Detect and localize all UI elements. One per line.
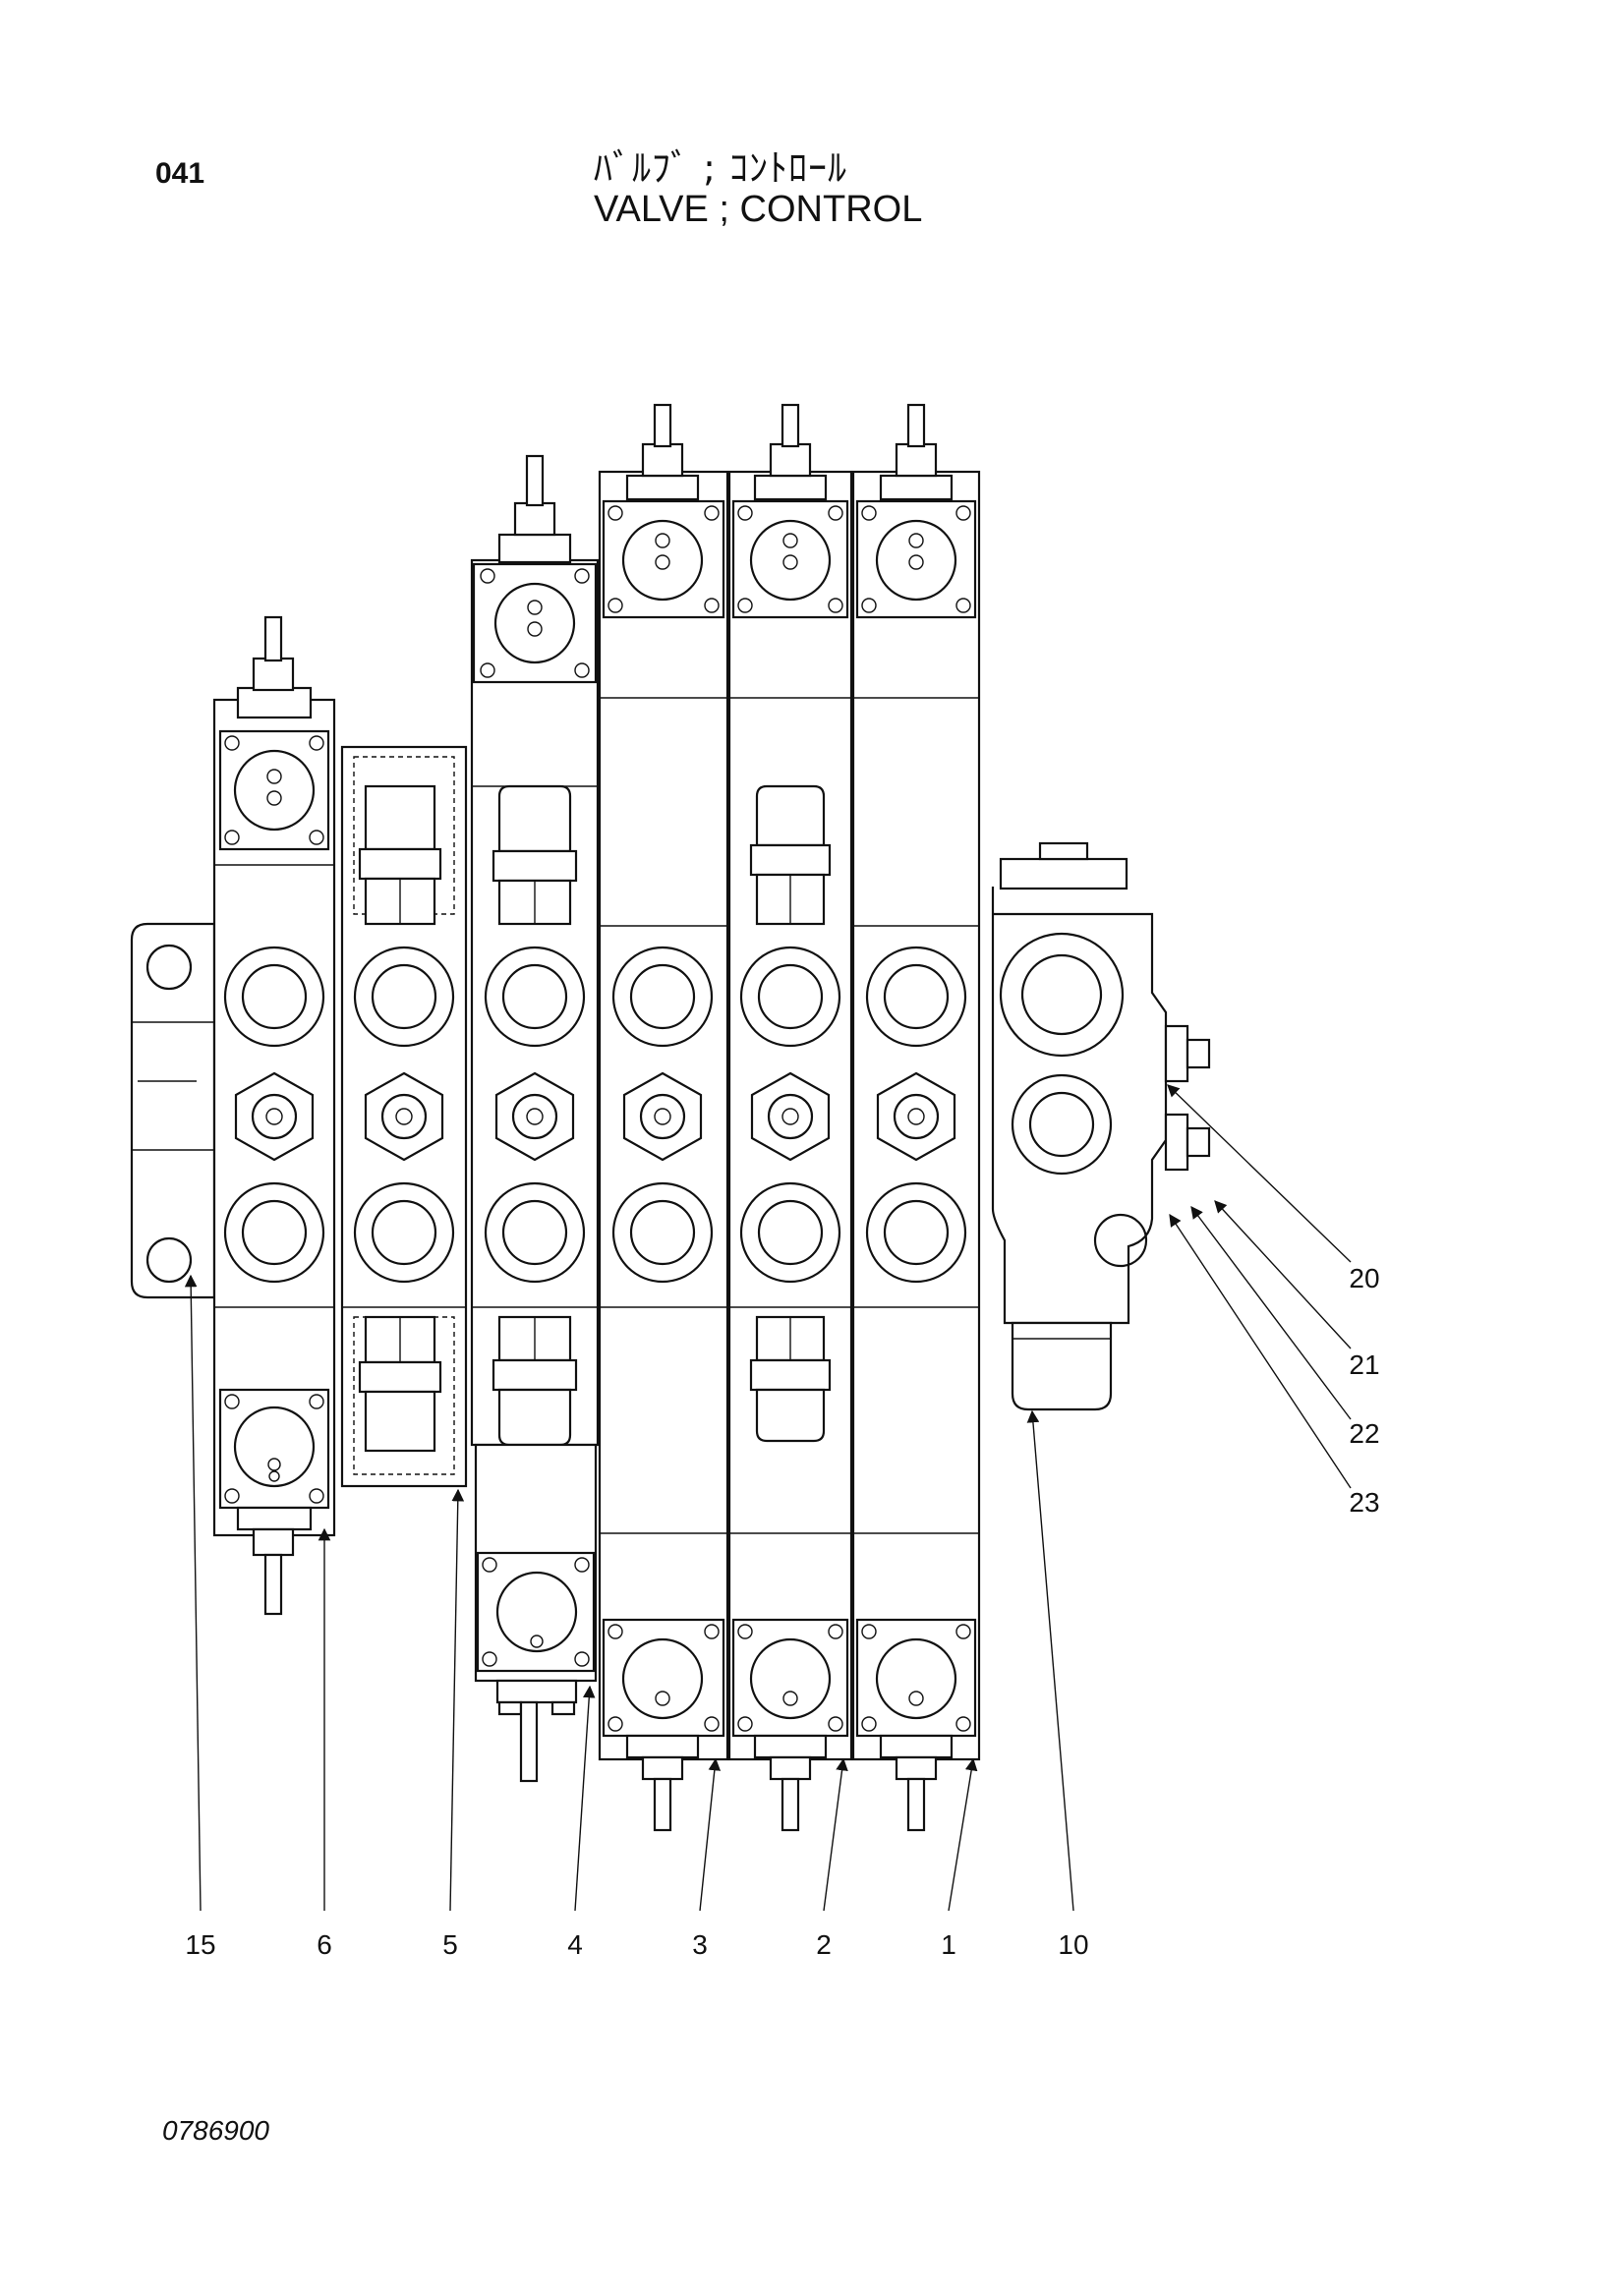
callout-2: 2 (816, 1929, 832, 1960)
valve-section-4 (470, 454, 600, 1783)
relief-section-10 (991, 841, 1211, 1411)
callout-21: 21 (1349, 1349, 1379, 1380)
leader-lines (184, 1084, 1352, 1912)
valve-section-6 (212, 615, 336, 1616)
page-number: 041 (155, 157, 205, 190)
callout-23: 23 (1349, 1487, 1379, 1518)
callout-22: 22 (1349, 1418, 1379, 1449)
callout-10: 10 (1058, 1929, 1088, 1960)
callout-6: 6 (317, 1929, 332, 1960)
callout-1: 1 (941, 1929, 956, 1960)
title-japanese: ﾊﾞﾙﾌﾞ ; ｺﾝﾄﾛｰﾙ (594, 146, 847, 190)
inlet-section-15 (130, 922, 216, 1299)
valve-section-2 (727, 403, 853, 1832)
valve-section-1 (851, 403, 981, 1832)
callout-20: 20 (1349, 1263, 1379, 1293)
callout-3: 3 (692, 1929, 708, 1960)
valve-section-5 (340, 745, 468, 1488)
valve-section-3 (598, 403, 729, 1832)
title-english: VALVE ; CONTROL (594, 189, 923, 230)
callout-4: 4 (567, 1929, 583, 1960)
callout-15: 15 (185, 1929, 215, 1960)
drawing-number: 0786900 (162, 2115, 270, 2146)
callout-5: 5 (442, 1929, 458, 1960)
